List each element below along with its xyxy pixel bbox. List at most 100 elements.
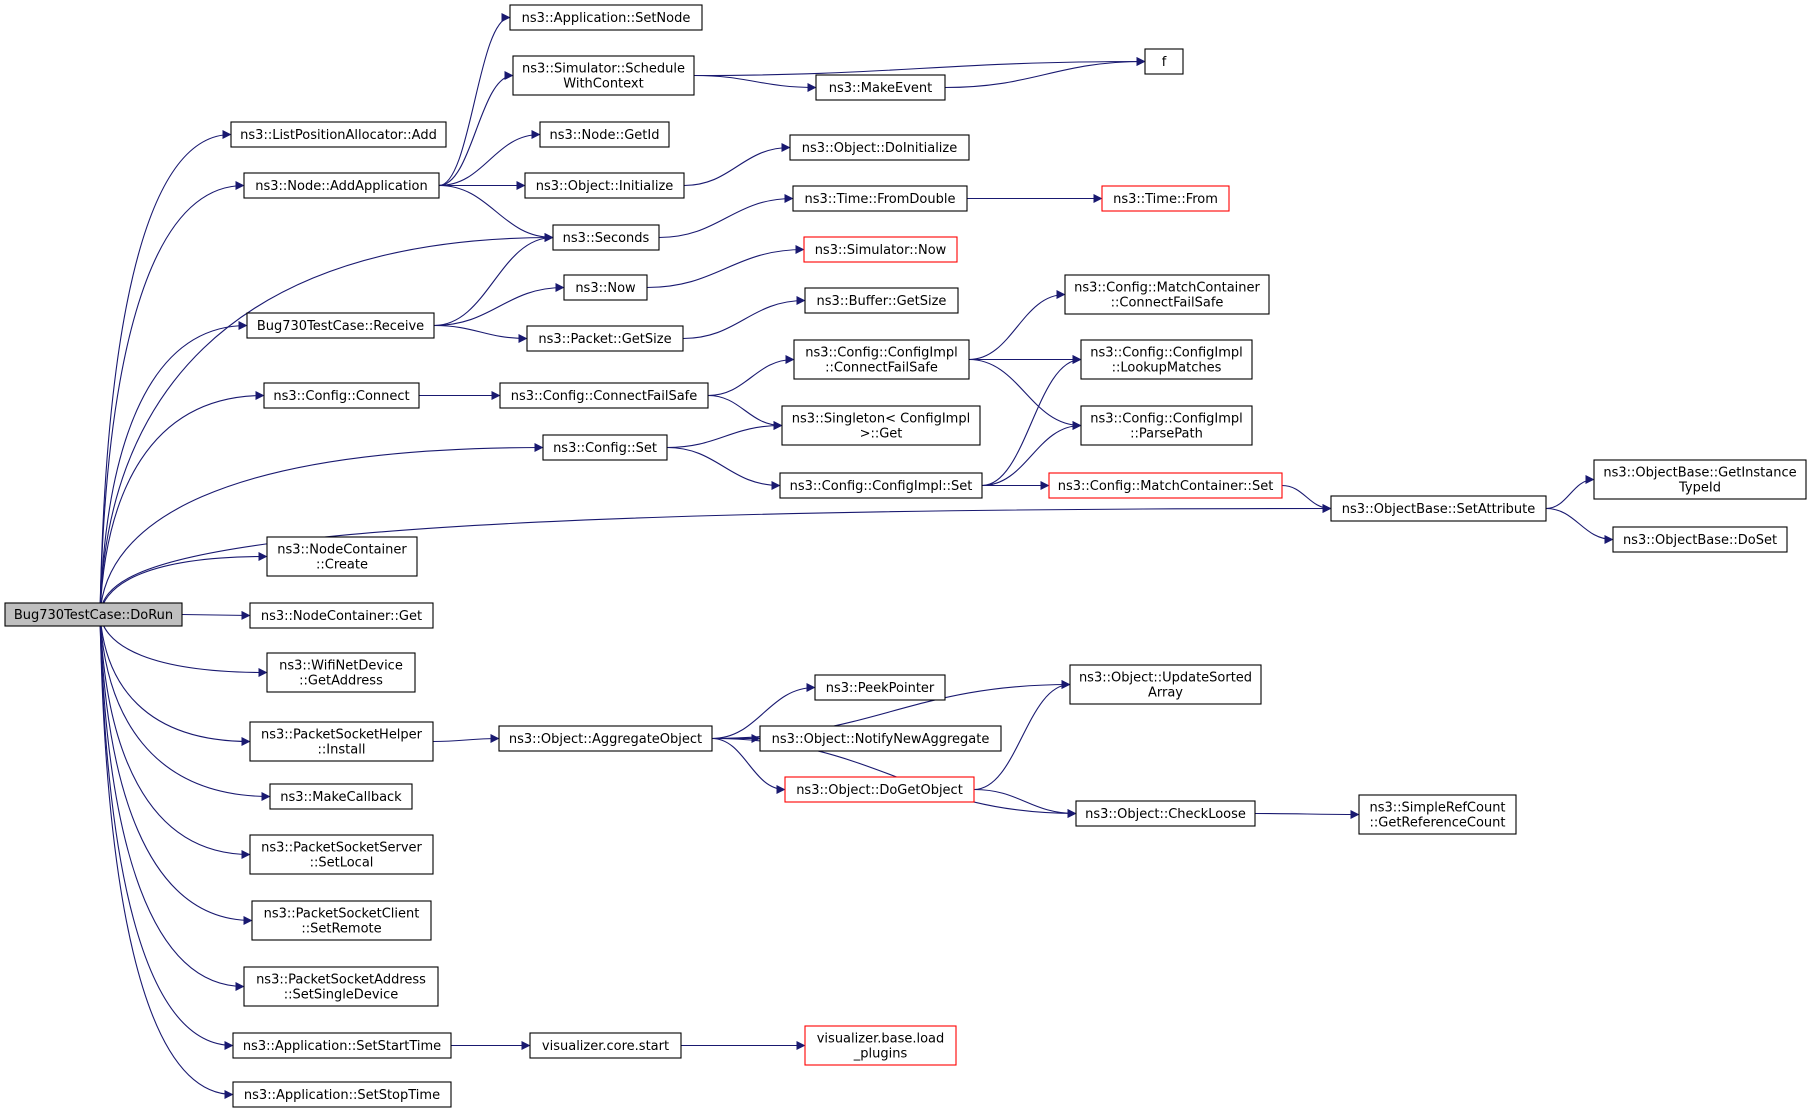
graph-node-time-fromdouble[interactable]: ns3::Time::FromDouble — [792, 185, 968, 212]
edge-makeevent-to-f — [944, 57, 1146, 89]
graph-node-app-setnode[interactable]: ns3::Application::SetNode — [509, 4, 703, 31]
graph-node-f[interactable]: f — [1144, 48, 1184, 75]
node-box — [1064, 274, 1270, 315]
graph-node-sim-now[interactable]: ns3::Simulator::Now — [803, 236, 958, 263]
graph-node-ob-doset[interactable]: ns3::ObjectBase::DoSet — [1612, 526, 1788, 553]
graph-node-cfgimpl-parsepath[interactable]: ns3::Config::ConfigImpl::ParsePath — [1080, 405, 1253, 446]
graph-node-obj-checkloose[interactable]: ns3::Object::CheckLoose — [1075, 800, 1256, 827]
node-label: ::ConnectFailSafe — [825, 361, 938, 376]
node-box — [542, 434, 668, 461]
graph-node-cfgimpl-set[interactable]: ns3::Config::ConfigImpl::Set — [779, 472, 983, 499]
node-label: ns3::NodeContainer — [277, 543, 407, 558]
graph-node-dorun[interactable]: Bug730TestCase::DoRun — [4, 602, 183, 627]
node-label: ns3::Seconds — [563, 231, 650, 246]
node-label: ::ParsePath — [1130, 427, 1203, 442]
node-label: ns3::Object::NotifyNewAggregate — [772, 732, 990, 747]
node-label: ns3::Object::AggregateObject — [509, 732, 702, 747]
edge-sim-schedwctx-to-makeevent — [693, 74, 817, 92]
edge-config-connectfailsafe-to-cfgimpl-connectfailsafe — [707, 355, 795, 397]
graph-node-cfgimpl-connectfailsafe[interactable]: ns3::Config::ConfigImpl::ConnectFailSafe — [793, 339, 970, 380]
node-label: visualizer.core.start — [542, 1039, 669, 1054]
graph-node-wifi-getaddr[interactable]: ns3::WifiNetDevice::GetAddress — [266, 652, 416, 693]
node-label: ns3::Config::ConnectFailSafe — [511, 389, 698, 404]
edge-dorun-to-app-setstart — [99, 614, 234, 1050]
node-box — [529, 1032, 682, 1059]
graph-node-app-setstop[interactable]: ns3::Application::SetStopTime — [232, 1081, 452, 1108]
node-label: ns3::ListPositionAllocator::Add — [240, 128, 437, 143]
edge-dorun-to-psa-setsingle — [99, 614, 245, 991]
node-box — [243, 966, 439, 1007]
edge-obj-dogetobject-to-obj-checkloose — [973, 788, 1077, 818]
graph-node-packet-getsize[interactable]: ns3::Packet::GetSize — [526, 325, 684, 352]
node-box — [249, 602, 434, 629]
node-box — [249, 834, 434, 875]
node-label: ns3::Object::DoGetObject — [796, 783, 963, 798]
node-box — [804, 287, 959, 314]
graph-node-listpos-add[interactable]: ns3::ListPositionAllocator::Add — [230, 121, 447, 148]
node-box — [266, 536, 418, 577]
edge-dorun-to-bug-receive — [99, 321, 248, 615]
graph-node-obj-doinit[interactable]: ns3::Object::DoInitialize — [789, 134, 970, 161]
edge-cfgimpl-set-to-cfgimpl-lookup — [981, 355, 1082, 487]
node-label: ns3::ObjectBase::GetInstance — [1603, 466, 1796, 481]
graph-node-buffer-getsize[interactable]: ns3::Buffer::GetSize — [804, 287, 959, 314]
graph-node-obj-aggregate[interactable]: ns3::Object::AggregateObject — [498, 725, 713, 752]
graph-node-mc-connectfailsafe[interactable]: ns3::Config::MatchContainer::ConnectFail… — [1064, 274, 1270, 315]
node-label: Bug730TestCase::Receive — [257, 319, 424, 334]
graph-node-peekpointer[interactable]: ns3::PeekPointer — [814, 674, 946, 701]
graph-node-cfgimpl-lookup[interactable]: ns3::Config::ConfigImpl::LookupMatches — [1080, 339, 1253, 380]
edge-dorun-to-config-set — [99, 443, 544, 615]
graph-node-time-from[interactable]: ns3::Time::From — [1101, 185, 1230, 212]
graph-node-singleton-get[interactable]: ns3::Singleton< ConfigImpl >::Get — [781, 405, 981, 446]
node-box — [784, 776, 975, 803]
node-box — [1080, 405, 1253, 446]
graph-node-node-getid[interactable]: ns3::Node::GetId — [539, 121, 670, 148]
graph-node-viz-base-load[interactable]: visualizer.base.load_plugins — [804, 1025, 957, 1066]
graph-node-mc-set[interactable]: ns3::Config::MatchContainer::Set — [1048, 472, 1283, 499]
node-label: ::GetReferenceCount — [1370, 816, 1506, 831]
edge-obj-checkloose-to-srefcount — [1254, 809, 1360, 819]
edge-obj-dogetobject-to-obj-updatesorted — [973, 680, 1071, 791]
node-box — [1101, 185, 1230, 212]
graph-node-nc-get[interactable]: ns3::NodeContainer::Get — [249, 602, 434, 629]
node-label: ns3::Object::Initialize — [536, 179, 674, 194]
graph-node-obj-initialize[interactable]: ns3::Object::Initialize — [524, 172, 685, 199]
graph-node-psc-setremote[interactable]: ns3::PacketSocketClient::SetRemote — [251, 900, 432, 941]
graph-node-nc-create[interactable]: ns3::NodeContainer::Create — [266, 536, 418, 577]
edge-bug-receive-to-now — [433, 283, 565, 327]
node-box — [524, 172, 685, 199]
graph-node-psa-setsingle[interactable]: ns3::PacketSocketAddress::SetSingleDevic… — [243, 966, 439, 1007]
node-box — [509, 4, 703, 31]
graph-node-bug-receive[interactable]: Bug730TestCase::Receive — [246, 312, 435, 339]
node-box — [232, 1032, 452, 1059]
node-box — [1075, 800, 1256, 827]
graph-node-psh-install[interactable]: ns3::PacketSocketHelper::Install — [249, 721, 434, 762]
graph-node-viz-core-start[interactable]: visualizer.core.start — [529, 1032, 682, 1059]
node-label: ns3::PacketSocketHelper — [261, 728, 423, 743]
edge-cfgimpl-set-to-cfgimpl-parsepath — [981, 421, 1082, 487]
graph-node-now[interactable]: ns3::Now — [563, 274, 648, 301]
graph-node-app-setstart[interactable]: ns3::Application::SetStartTime — [232, 1032, 452, 1059]
graph-node-ob-setattr[interactable]: ns3::ObjectBase::SetAttribute — [1330, 495, 1547, 522]
graph-node-makeevent[interactable]: ns3::MakeEvent — [815, 74, 946, 101]
graph-node-config-connectfailsafe[interactable]: ns3::Config::ConnectFailSafe — [499, 382, 709, 409]
node-label: ns3::Config::ConfigImpl — [1090, 346, 1243, 361]
edge-node-addapp-to-app-setnode — [438, 13, 511, 187]
graph-node-pss-setlocal[interactable]: ns3::PacketSocketServer::SetLocal — [249, 834, 434, 875]
graph-node-obj-notifynew[interactable]: ns3::Object::NotifyNewAggregate — [759, 725, 1002, 752]
graph-node-seconds[interactable]: ns3::Seconds — [552, 224, 660, 251]
node-label: ns3::Application::SetStopTime — [244, 1088, 440, 1103]
graph-node-config-set[interactable]: ns3::Config::Set — [542, 434, 668, 461]
node-label: visualizer.base.load — [817, 1032, 945, 1047]
graph-node-obj-dogetobject[interactable]: ns3::Object::DoGetObject — [784, 776, 975, 803]
node-label: ::Install — [318, 743, 366, 758]
node-box — [1069, 664, 1262, 705]
graph-node-makecallback[interactable]: ns3::MakeCallback — [269, 783, 413, 810]
graph-node-srefcount[interactable]: ns3::SimpleRefCount::GetReferenceCount — [1358, 794, 1517, 835]
graph-node-config-connect[interactable]: ns3::Config::Connect — [263, 382, 420, 409]
graph-node-node-addapp[interactable]: ns3::Node::AddApplication — [243, 172, 440, 199]
